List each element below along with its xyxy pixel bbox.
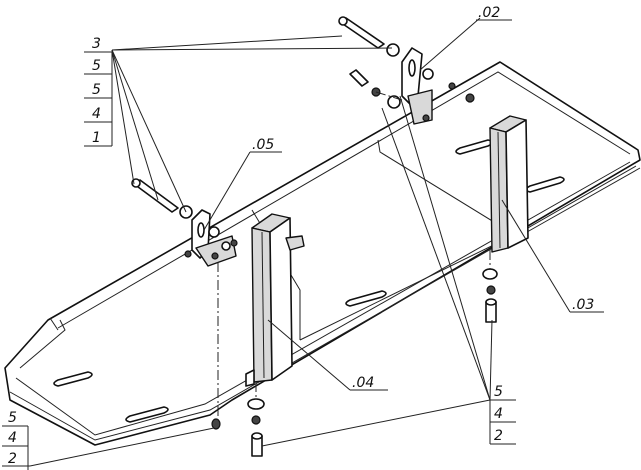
slot-hole-3 [345,290,387,307]
callout-top-left-3: 5 [92,82,101,98]
bolt-upper-2 [349,69,381,97]
callout-bottom-left-1: 5 [8,410,17,426]
callout-bottom-right-2: 4 [494,406,503,422]
callout-bottom-left-2: 4 [8,430,17,446]
label-04: .04 [352,375,374,391]
leader-lines [4,17,600,467]
callout-bottom-right-1: 5 [494,384,503,400]
bolt-upper-1 [338,16,400,57]
mount-tab-02 [387,47,475,125]
bolt-lower-right [482,268,498,323]
callout-bottom-right-3: 2 [494,428,503,444]
assembly-axes [217,91,491,420]
tray-outline [4,61,641,446]
bracket-04 [245,213,305,387]
tray-part [4,61,641,446]
mount-tab-05 [184,209,238,267]
slot-hole-2 [125,406,169,423]
callout-top-left: 3 5 5 4 1 [84,36,113,147]
callout-bottom-right: 5 4 2 [489,384,516,445]
callout-top-left-2: 5 [92,58,101,74]
bracket-03 [489,115,529,253]
bolt-tray-bottom [211,418,221,430]
callout-top-left-5: 1 [92,130,101,146]
part-labels: .02 .05 .03 .04 [250,5,604,391]
bolt-left [131,178,193,219]
callout-bottom-left: 5 4 2 [2,410,29,470]
bolt-lower-left [247,398,265,457]
label-02: .02 [478,5,500,21]
callout-bottom-left-3: 2 [8,451,17,467]
label-05: .05 [252,137,274,153]
callout-top-left-1: 3 [92,36,101,52]
callout-top-left-4: 4 [92,106,101,122]
label-03: .03 [572,297,594,313]
slot-hole-1 [53,371,93,387]
